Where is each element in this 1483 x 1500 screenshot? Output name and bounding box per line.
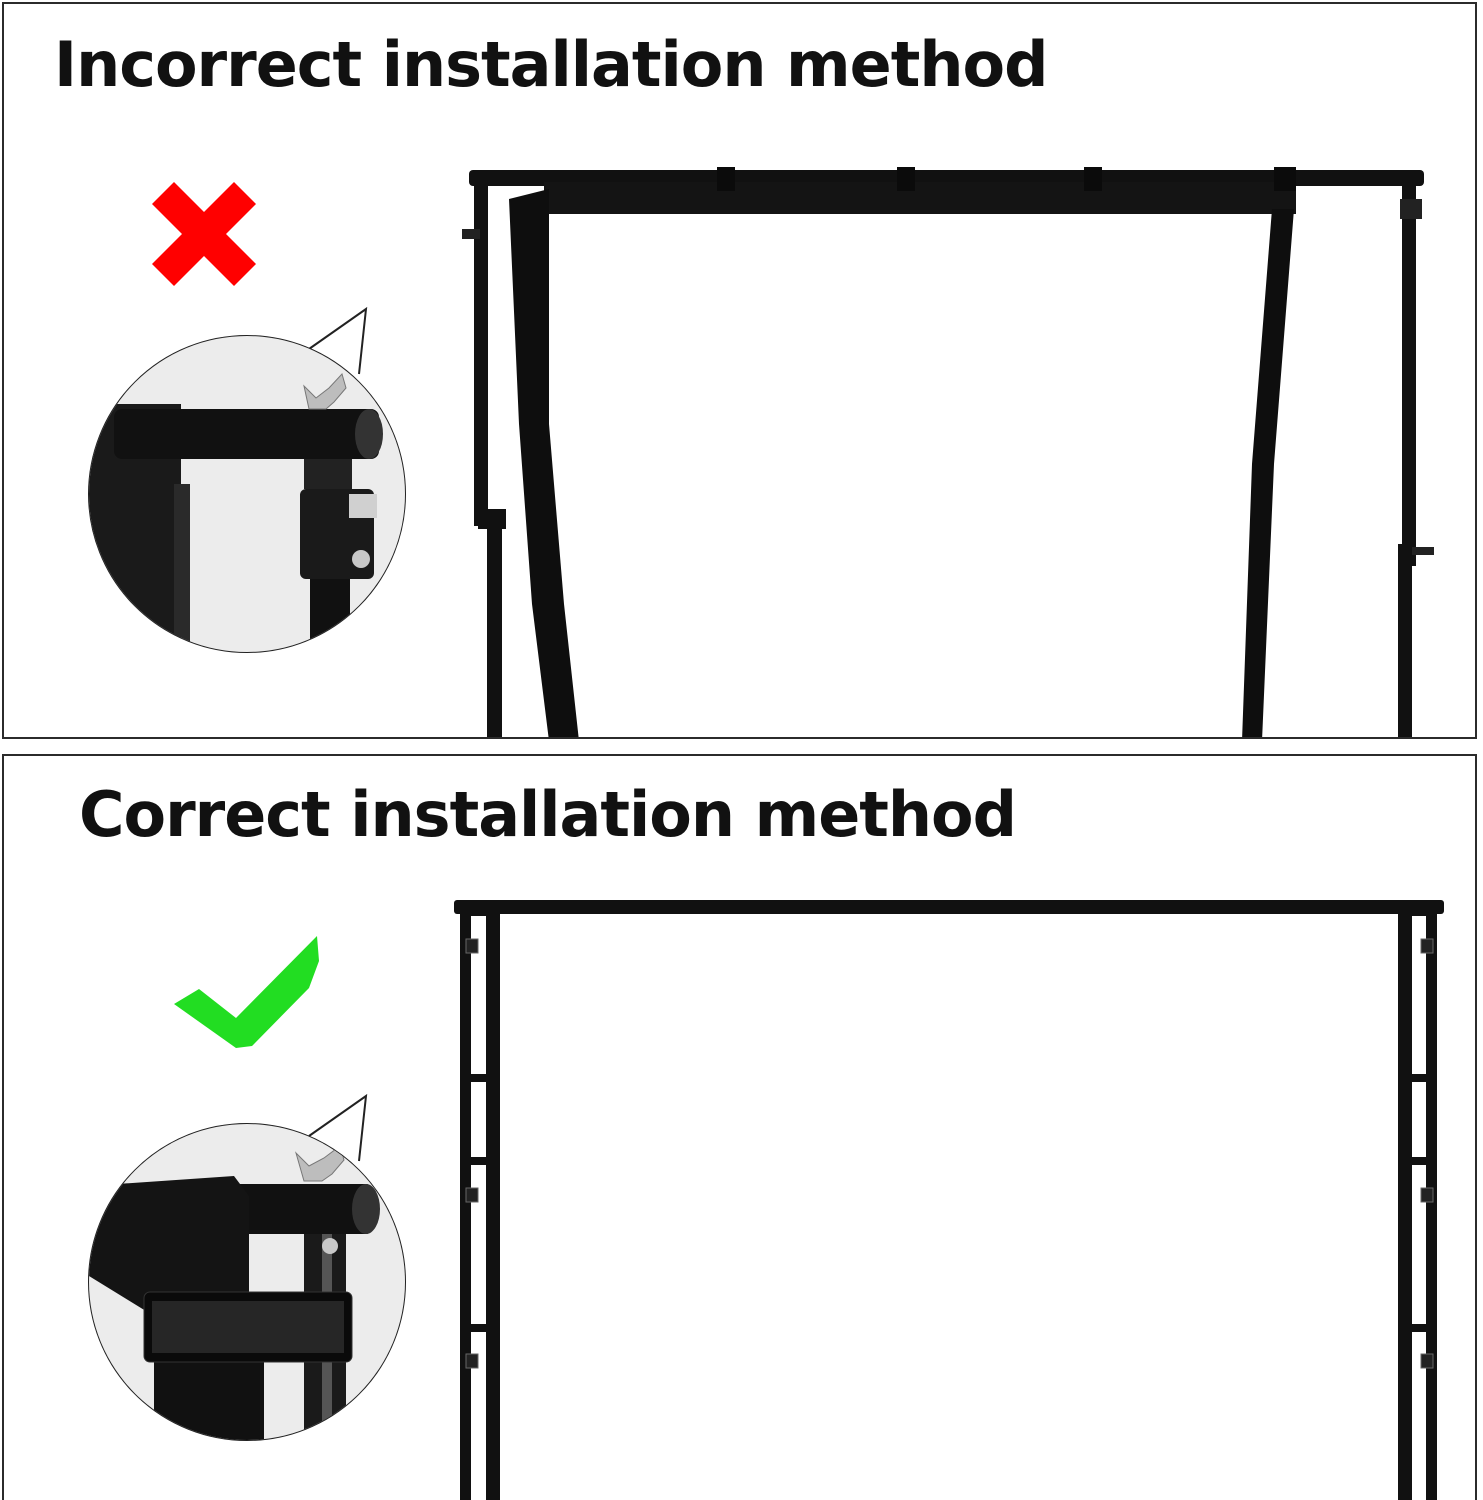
correct-closeup-callout [88,1093,406,1441]
correct-method-panel: Correct installation method [2,754,1477,1500]
correct-illustration [88,900,1444,1500]
red-x-icon [152,182,256,286]
green-check-icon [174,936,319,1048]
incorrect-method-panel: Incorrect installation method [2,2,1477,739]
incorrect-closeup-callout [88,306,406,653]
incorrect-illustration [88,167,1434,737]
incorrect-method-title: Incorrect installation method [54,28,1048,101]
correct-method-title: Correct installation method [79,778,1017,851]
incorrect-stand-frame [462,167,1434,737]
correct-stand-frame [454,900,1444,1500]
